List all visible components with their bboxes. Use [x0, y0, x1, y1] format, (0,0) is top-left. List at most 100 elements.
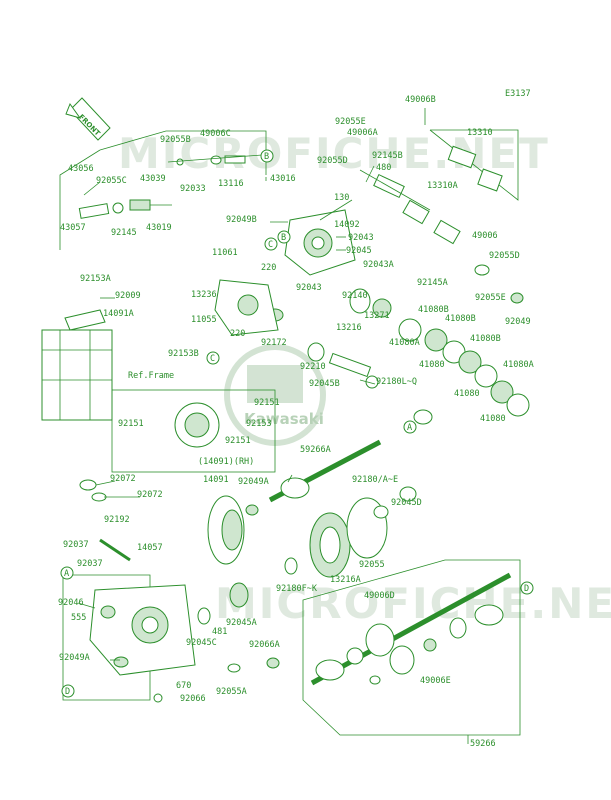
part-label-n92043_2: 92043: [296, 283, 322, 293]
part-label-n92049b: 92049B: [226, 215, 257, 225]
universal-joint-assembly: [402, 145, 524, 304]
part-label-n92180lq: 92180L~Q: [376, 377, 417, 387]
watermark-top: MICROFICHE.NET: [118, 129, 550, 178]
axle-shaft-59266a: [245, 439, 382, 516]
part-label-n49006a: 49006A: [347, 128, 378, 138]
part-label-n92153b: 92153B: [168, 349, 199, 359]
part-label-n41080a_2: 41080A: [503, 360, 534, 370]
part-label-n92049_r: 92049: [505, 317, 531, 327]
part-label-n92049a_2: 92049A: [59, 653, 90, 663]
frame-reference-structure: Ref.Frame: [41, 309, 174, 421]
part-label-n92072_2: 92072: [137, 490, 163, 500]
bracket-43016-left: [59, 149, 101, 250]
part-label-n92045a: 92045A: [226, 618, 257, 628]
part-label-n11055: 11055: [191, 315, 217, 325]
part-label-n92055d_r: 92055D: [489, 251, 520, 261]
part-label-n49006d: 49006D: [364, 591, 395, 601]
marker-b-2: B: [277, 230, 291, 244]
marker-a-1: A: [60, 566, 74, 580]
marker-b-1: B: [260, 149, 274, 163]
ring-gear-bolt-box: [111, 389, 276, 473]
part-label-n92055d_t: 92055D: [317, 156, 348, 166]
svg-text:A: A: [407, 423, 412, 433]
part-label-n220_1: 220: [261, 263, 276, 273]
part-label-n92151_2: 92151: [118, 419, 144, 429]
part-label-n92009: 92009: [115, 291, 141, 301]
part-label-n41080_2: 41080: [454, 389, 480, 399]
marker-d-2: D: [520, 581, 534, 595]
svg-text:B: B: [281, 233, 286, 243]
part-label-n49006c: 49006C: [200, 129, 231, 139]
drive-coupling-assembly: [78, 154, 263, 219]
axle-shaft-59266: [310, 572, 512, 686]
axle-shaft-box: [302, 559, 521, 736]
ring-gear-rh: (14091)(RH): [174, 402, 254, 467]
part-label-n41080_1: 41080: [419, 360, 445, 370]
part-label-n92055c: 92055C: [96, 176, 127, 186]
part-label-n92180ae: 92180/A~E: [352, 475, 398, 485]
part-label-n59266a: 59266A: [300, 445, 331, 455]
part-label-n11061: 11061: [212, 248, 238, 258]
part-label-n670: 670: [176, 681, 191, 691]
part-label-n13216a: 13216A: [330, 575, 361, 585]
part-label-n92145a: 92145A: [417, 278, 448, 288]
part-label-n92037_2: 92037: [77, 559, 103, 569]
part-label-n13216: 13216: [336, 323, 362, 333]
svg-text:D: D: [65, 687, 70, 697]
part-label-n14057: 14057: [137, 543, 163, 553]
part-label-n43057: 43057: [60, 223, 86, 233]
part-label-n92045c: 92045C: [186, 638, 217, 648]
part-label-n92055e_r: 92055E: [475, 293, 506, 303]
part-number-labels: 49006B1331013310A4900692055D92055E920494…: [58, 95, 534, 749]
part-label-n92140: 92140: [342, 291, 368, 301]
part-label-n92151_1: 92151: [254, 398, 280, 408]
part-label-n14092: 14092: [334, 220, 360, 230]
clutch-plate-stack: [398, 318, 530, 417]
svg-text:A: A: [64, 569, 69, 579]
part-label-n92043_1: 92043: [348, 233, 374, 243]
svg-text:D: D: [524, 584, 529, 594]
part-label-n92055b: 92055B: [160, 135, 191, 145]
bearing-cover-plate: [214, 279, 279, 336]
part-label-n13310: 13310: [467, 128, 493, 138]
front-gear-case-housing: [284, 169, 431, 276]
svg-text:B: B: [264, 152, 269, 162]
part-label-n59266: 59266: [470, 739, 496, 749]
part-label-n13310a: 13310A: [427, 181, 458, 191]
bracket-13310: [429, 129, 519, 201]
ref-frame-label: Ref.Frame: [128, 371, 174, 381]
watermark-bottom: MICROFICHE.NET: [215, 579, 611, 628]
part-label-n41080_3: 41080: [480, 414, 506, 424]
part-label-n41080b_1: 41080B: [418, 305, 449, 315]
front-arrow-icon: FRONT: [65, 97, 111, 141]
part-label-n130: 130: [334, 193, 349, 203]
marker-c-2: C: [206, 351, 220, 365]
part-label-n41080a_1: 41080A: [389, 338, 420, 348]
part-label-n49006e: 49006E: [420, 676, 451, 686]
pinion-and-bearing-parts: [266, 288, 433, 425]
marker-a-2: A: [403, 420, 417, 434]
part-label-n92043a: 92043A: [363, 260, 394, 270]
logo-text: Kawasaki: [244, 410, 324, 428]
part-label-n92145: 92145: [111, 228, 137, 238]
part-label-n13236: 13236: [191, 290, 217, 300]
part-label-n92153: 92153: [246, 419, 272, 429]
part-label-n43019: 43019: [146, 223, 172, 233]
part-label-n92045b: 92045B: [309, 379, 340, 389]
part-label-n92055: 92055: [359, 560, 385, 570]
part-label-n92153a: 92153A: [80, 274, 111, 284]
rh-label: (14091)(RH): [198, 457, 254, 467]
leader-lines: [77, 108, 469, 744]
part-label-n49006: 49006: [472, 231, 498, 241]
ring-gear-13216a: [309, 486, 417, 578]
part-label-n14091: 14091: [203, 475, 229, 485]
part-label-n480: 480: [376, 163, 391, 173]
part-label-n92151_3: 92151: [225, 436, 251, 446]
part-label-n220_2: 220: [230, 329, 245, 339]
part-label-n92049a_1: 92049A: [238, 477, 269, 487]
part-label-n49006b: 49006B: [405, 95, 436, 105]
part-label-n481: 481: [212, 627, 227, 637]
part-label-n41080b_3: 41080B: [470, 334, 501, 344]
